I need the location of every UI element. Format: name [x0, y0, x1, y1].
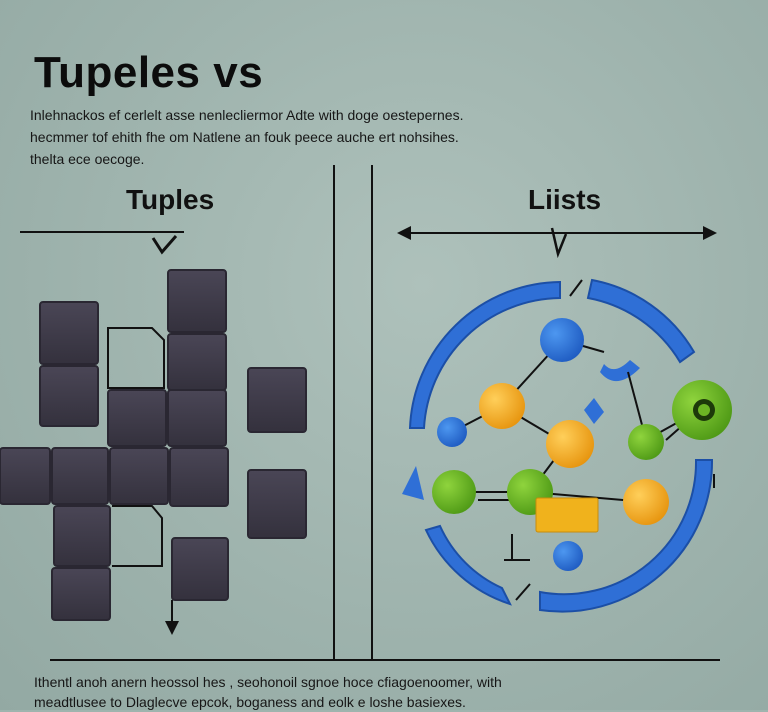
circle-node-icon — [628, 424, 664, 460]
circle-node-icon — [479, 383, 525, 429]
square-tile-icon — [107, 389, 167, 447]
arrow-fragment-icon — [584, 398, 604, 424]
page-title: Tupeles vs — [34, 48, 264, 97]
circular-arrow-icon — [408, 280, 561, 429]
circle-node-icon — [546, 420, 594, 468]
circle-node-icon — [553, 541, 583, 571]
list-nodes — [432, 318, 732, 571]
circular-arrow-icon — [424, 524, 512, 606]
square-tile-icon — [171, 537, 229, 601]
list-ring — [402, 278, 714, 613]
arrow-fragment-icon — [600, 360, 640, 382]
square-tile-icon — [39, 365, 99, 427]
intro-line: Inlehnackos ef cerlelt asse nenlecliermo… — [30, 107, 464, 123]
circular-arrow-icon — [539, 459, 714, 613]
footer-line: meadtlusee to Dlaglecve epcok, boganess … — [34, 694, 466, 710]
lists-heading: Liists — [528, 184, 602, 215]
tuples-down-arrow-icon — [151, 235, 178, 255]
tuples-heading: Tuples — [126, 184, 215, 215]
square-tile-icon — [51, 447, 109, 505]
ring-node-hole-inner — [698, 404, 710, 416]
intro-paragraph: Inlehnackos ef cerlelt asse nenlecliermo… — [30, 104, 590, 170]
square-tile-icon — [39, 301, 99, 365]
square-tile-icon — [167, 389, 227, 447]
tile-outline — [107, 327, 165, 389]
square-tile-icon — [247, 367, 307, 433]
square-tile-icon — [0, 447, 51, 505]
circle-node-icon — [540, 318, 584, 362]
square-tile-icon — [167, 269, 227, 333]
square-tile-icon — [167, 333, 227, 391]
circle-node-icon — [623, 479, 669, 525]
square-tile-icon — [53, 505, 111, 567]
square-tile-icon — [169, 447, 229, 507]
circle-node-icon — [432, 470, 476, 514]
square-tile-icon — [51, 567, 111, 621]
tuple-tiles — [0, 269, 307, 635]
footer-line: Ithentl anoh anern heossol hes , seohono… — [34, 674, 502, 690]
circle-node-icon — [437, 417, 467, 447]
tile-outline — [112, 505, 163, 567]
circular-arrow-icon — [586, 278, 696, 364]
arrow-fragment-icon — [402, 466, 424, 500]
lists-down-arrow-icon — [550, 227, 568, 259]
square-tile-icon — [109, 447, 169, 505]
square-tile-icon — [247, 469, 307, 539]
footer-paragraph: Ithentl anoh anern heossol hes , seohono… — [34, 672, 754, 712]
intro-line: thelta ece oecoge. — [30, 151, 145, 167]
yellow-block-icon — [535, 497, 599, 533]
intro-line: hecmmer tof ehith fhe om Natlene an fouk… — [30, 129, 459, 145]
